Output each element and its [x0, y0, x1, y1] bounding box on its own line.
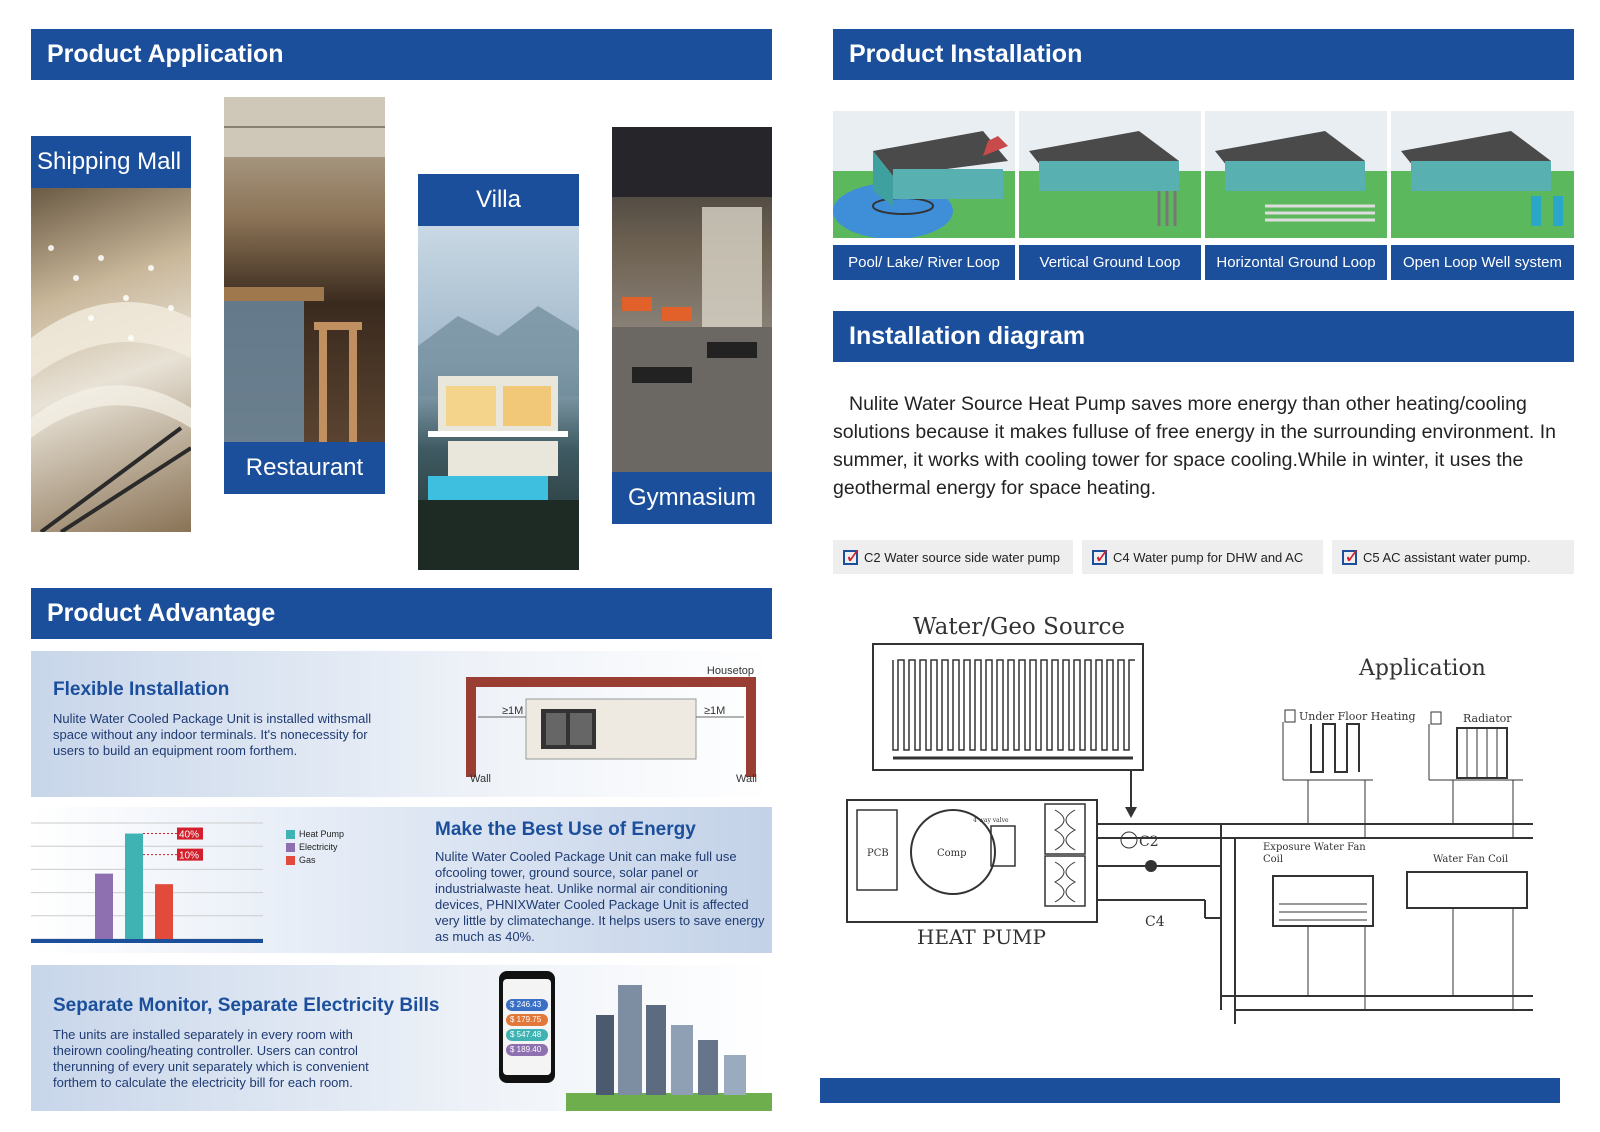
check-c4: C4 Water pump for DHW and AC: [1082, 540, 1323, 574]
installation-diagram-header: Installation diagram: [833, 311, 1574, 362]
chart-bar-heat-pump: [125, 833, 143, 939]
diagram-fancoil-label: Water Fan Coil: [1433, 854, 1508, 865]
panel-text: Nulite Water Cooled Package Unit is inst…: [53, 711, 372, 758]
shipping-mall-photo: [31, 188, 191, 532]
vertical-loop-image: [1019, 111, 1201, 238]
legend-swatch: [286, 829, 295, 839]
diagram-comp-label: Comp: [937, 848, 967, 859]
legend-swatch: [286, 842, 295, 852]
check-c2: C2 Water source side water pump: [833, 540, 1073, 574]
city-skyline: [566, 985, 772, 1111]
diagram-exposure-label: Exposure Water Fan: [1263, 842, 1366, 853]
legend-label: Gas: [299, 855, 316, 865]
legend-swatch: [286, 855, 295, 865]
diagram-radiator-label: Radiator: [1463, 712, 1512, 725]
chart-bar-gas: [155, 884, 173, 939]
legend-label: Electricity: [299, 842, 338, 852]
diagram-heatpump-label: HEAT PUMP: [917, 925, 1046, 949]
diagram-source-label: Water/Geo Source: [913, 614, 1125, 640]
section-title: Product Installation: [849, 40, 1083, 68]
diagram-c2-label: C2: [1139, 834, 1159, 850]
diagram-coil-label: Coil: [1263, 854, 1283, 865]
chart-bar-electricity: [95, 873, 113, 939]
section-title: Product Application: [47, 40, 284, 68]
installation-sketch: Housetop ≥1M ≥1M Wall Wall: [466, 659, 766, 789]
product-installation-header: Product Installation: [833, 29, 1574, 80]
panel-title: Separate Monitor, Separate Electricity B…: [53, 995, 440, 1016]
legend-label: Heat Pump: [299, 829, 345, 839]
installation-schematic: Water/Geo Source Application Under Floor…: [846, 614, 1533, 1024]
horizontal-loop-image: [1205, 111, 1387, 238]
checkbox-icon: [1342, 544, 1361, 569]
legend-item: Gas: [286, 855, 344, 865]
phone-bill-value: $ 179.75: [506, 1014, 548, 1026]
panel-text: The units are installed separately in ev…: [53, 1027, 369, 1090]
open-well-image: [1391, 111, 1574, 238]
chart-annotation-label: 10%: [179, 851, 199, 862]
loop-label-vertical: Vertical Ground Loop: [1019, 245, 1201, 280]
pool-loop-image: [833, 111, 1015, 239]
product-advantage-header: Product Advantage: [31, 588, 772, 639]
tile-label-shipping-mall: Shipping Mall: [31, 136, 191, 188]
tile-label-villa: Villa: [418, 174, 579, 226]
energy-bar-chart: 40% 10%: [31, 822, 263, 943]
panel-title: Make the Best Use of Energy: [435, 819, 696, 840]
chart-annotation-badge: [177, 848, 203, 861]
phone-bill-value: $ 189.40: [506, 1044, 548, 1056]
phone-bill-value: $ 547.48: [506, 1029, 548, 1041]
section-title: Product Advantage: [47, 599, 276, 627]
legend-item: Heat Pump: [286, 829, 344, 839]
diagram-ufh-label: Under Floor Heating: [1299, 710, 1416, 723]
gymnasium-photo: [612, 127, 772, 472]
smartphone: $ 246.43 $ 179.75 $ 547.48 $ 189.40: [499, 971, 555, 1083]
loop-label-horizontal: Horizontal Ground Loop: [1205, 245, 1387, 280]
phone-bill-value: $ 246.43: [506, 999, 548, 1011]
chart-annotation-label: 40%: [179, 830, 199, 841]
diagram-description: Nulite Water Source Heat Pump saves more…: [833, 393, 1556, 499]
heat-exchanger-coil: [892, 659, 1135, 751]
product-application-header: Product Application: [31, 29, 772, 80]
chart-baseline: [31, 939, 263, 943]
loop-label-open-well: Open Loop Well system: [1391, 245, 1574, 280]
diagram-c4-label: C4: [1145, 914, 1165, 930]
diagram-application-label: Application: [1358, 656, 1486, 681]
check-c5: C5 AC assistant water pump.: [1332, 540, 1574, 574]
footer-bar: [820, 1078, 1560, 1103]
chart-annotation-badge: [177, 827, 203, 840]
restaurant-photo: [224, 97, 385, 442]
monitor-panel: Separate Monitor, Separate Electricity B…: [31, 965, 772, 1111]
panel-title: Flexible Installation: [53, 679, 230, 700]
diagram-valve-label: 4 way valve: [973, 817, 1009, 824]
checkbox-icon: [1092, 544, 1111, 569]
flexible-installation-panel: Flexible Installation Nulite Water Coole…: [31, 651, 772, 797]
checkbox-icon: [843, 544, 862, 569]
panel-text: Nulite Water Cooled Package Unit can mak…: [435, 849, 765, 944]
loop-label-pool: Pool/ Lake/ River Loop: [833, 245, 1015, 280]
loop-gallery: Pool/ Lake/ River Loop Vertical Ground L…: [833, 111, 1574, 282]
diagram-pcb-label: PCB: [867, 848, 889, 859]
section-title: Installation diagram: [849, 322, 1086, 350]
tile-label-gymnasium: Gymnasium: [612, 472, 772, 524]
tile-label-restaurant: Restaurant: [224, 442, 385, 494]
legend-item: Electricity: [286, 842, 344, 852]
phone-screen: $ 246.43 $ 179.75 $ 547.48 $ 189.40: [503, 979, 551, 1075]
villa-photo: [418, 226, 579, 570]
